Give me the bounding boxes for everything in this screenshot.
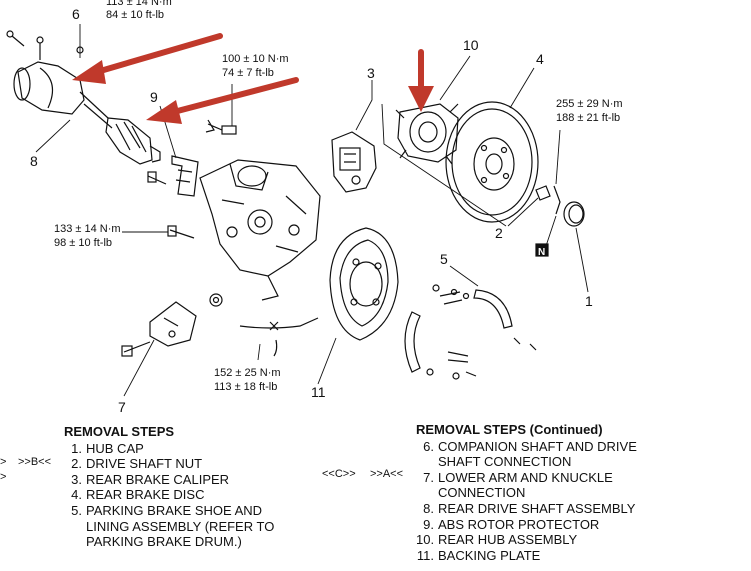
leader-lines [35,24,589,397]
backing-plate [329,227,399,341]
abs-rotor-protector [171,155,199,197]
step-text: DRIVE SHAFT NUT [86,456,203,472]
torque-3-ftlb: 74 ± 7 ft-lb [222,67,274,79]
nut-and-cap [535,185,585,227]
label-part-4: 4 [536,51,544,67]
step-number: 1. [71,440,82,456]
ref-b2-arrow: > [0,471,7,483]
ref-a: >>A<< [370,468,404,480]
step-row: CONNECTION [416,485,746,501]
torque-11-nm: 152 ± 25 N·m [214,367,281,379]
step-text: REAR BRAKE CALIPER [86,471,230,487]
step-text: SHAFT CONNECTION [438,454,572,470]
step-text: LINING ASSEMBLY (REFER TO [86,518,275,534]
step-text: REAR DRIVE SHAFT ASSEMBLY [438,500,636,516]
step-row: PARKING BRAKE DRUM.) [64,534,344,550]
arrow-to-companion-shaft [72,33,223,84]
parking-brake-cable [239,317,319,357]
step-number: 4. [71,487,82,503]
step-row: 2.DRIVE SHAFT NUT [64,456,344,472]
step-text: ABS ROTOR PROTECTOR [438,516,600,532]
torque-7-nm: 133 ± 14 N·m [54,223,121,235]
step-row: LINING ASSEMBLY (REFER TO [64,519,344,535]
torque-6-nm: 113 ± 14 N·m [106,0,172,8]
step-text: REAR BRAKE DISC [86,487,205,503]
step-text: HUB CAP [86,440,144,456]
lower-arm-bracket [149,301,197,347]
label-part-6: 6 [72,6,80,22]
step-row: 3.REAR BRAKE CALIPER [64,472,344,488]
step-row: 7.LOWER ARM AND KNUCKLE [416,470,746,486]
step-text: REAR HUB ASSEMBLY [438,532,578,548]
step-number: 10. [416,532,435,548]
step-row: SHAFT CONNECTION [416,454,746,470]
rear-brake-caliper [331,131,377,193]
label-part-9: 9 [150,89,158,105]
rear-brake-disc [445,101,539,223]
step-text: BACKING PLATE [438,547,541,563]
step-row: 5.PARKING BRAKE SHOE AND [64,503,344,519]
drive-shaft-assembly [6,30,161,165]
label-part-2: 2 [495,225,503,241]
rear-hub-assembly [395,103,459,165]
step-row: 4.REAR BRAKE DISC [64,487,344,503]
label-part-1: 1 [585,293,593,309]
label-part-3: 3 [367,65,375,81]
n-marker-box [535,243,549,257]
step-row: 1.HUB CAP [64,441,344,457]
knuckle [199,159,321,301]
removal-steps-title: REMOVAL STEPS [64,424,175,439]
step-text: PARKING BRAKE DRUM.) [86,534,242,550]
label-part-n: N [538,247,545,258]
parking-brake-shoes [404,284,537,380]
ref-c: <<C>> [322,468,356,480]
label-part-10: 10 [463,37,479,53]
step-row: 6.COMPANION SHAFT AND DRIVE [416,439,746,455]
label-part-7: 7 [118,399,126,415]
label-part-8: 8 [30,153,38,169]
step-number: 9. [423,516,434,532]
removal-steps-continued-title: REMOVAL STEPS (Continued) [416,422,603,437]
step-number: 5. [71,502,82,518]
torque-11-ftlb: 113 ± 18 ft-lb [214,381,277,393]
torque-6-ftlb: 84 ± 10 ft-lb [106,9,164,21]
step-row: 11.BACKING PLATE [416,548,746,564]
red-arrows [72,33,434,124]
ref-b-arrow: > [0,456,7,468]
step-row: 10.REAR HUB ASSEMBLY [416,532,746,548]
step-number: 7. [423,469,434,485]
step-number: 2. [71,456,82,472]
step-text: COMPANION SHAFT AND DRIVE [438,438,637,454]
torque-1-ftlb: 188 ± 21 ft-lb [556,112,620,124]
step-row: 9.ABS ROTOR PROTECTOR [416,517,746,533]
step-number: 6. [423,438,434,454]
step-number: 3. [71,471,82,487]
arrow-to-abs-protector [146,77,299,124]
step-number: 8. [423,500,434,516]
label-part-11: 11 [311,384,326,400]
step-row: 8.REAR DRIVE SHAFT ASSEMBLY [416,501,746,517]
label-part-5: 5 [440,251,448,267]
bolts [121,119,237,357]
step-number: 11. [416,547,434,563]
step-text: LOWER ARM AND KNUCKLE [438,469,613,485]
torque-3-nm: 100 ± 10 N·m [222,53,289,65]
removal-steps-right: REMOVAL STEPS (Continued) 6.COMPANION SH… [416,422,746,563]
step-text: CONNECTION [438,485,526,501]
step-text: PARKING BRAKE SHOE AND [86,502,263,518]
exploded-diagram: 6 8 9 3 10 4 2 5 1 7 11 N 113 ± 14 N·m 8… [6,0,623,415]
arrow-to-hub [408,49,434,112]
torque-7-ftlb: 98 ± 10 ft-lb [54,237,112,249]
torque-1-nm: 255 ± 29 N·m [556,98,623,110]
ref-b: >>B<< [18,456,52,468]
